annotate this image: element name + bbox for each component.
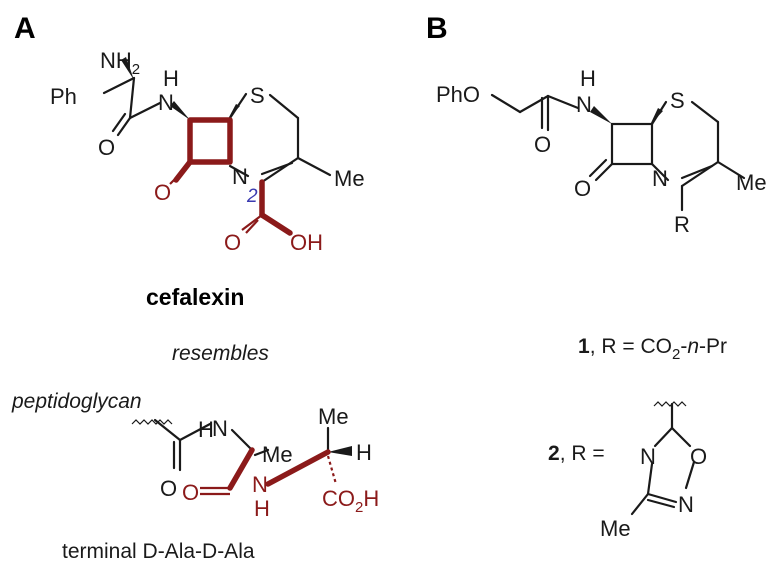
beta-lactam-ring [610,122,654,166]
atom-o-left: O [160,476,177,501]
oxadiazole-structure: N O N Me [600,401,707,541]
bond [153,418,182,442]
bond-oh [259,212,293,236]
compound-2-label: 2, R = [548,442,605,465]
compound-1-label: 1, R = CO2-n-Pr [578,335,727,363]
wavy-bond [131,419,173,425]
atom-oh: OH [290,230,323,255]
atom-h-top: H [198,417,214,442]
bond-co [116,116,132,137]
atom-h-right: H [356,440,372,465]
bond-red-n [265,449,331,487]
bond-co-acid [241,214,263,231]
bond-methyl [716,160,746,180]
bond-lactam-co-double [588,158,608,178]
atom-o-amide: O [534,132,551,157]
bond-double [646,498,676,509]
bond [690,100,720,124]
atom-h-amide: H [580,66,596,91]
bond [546,94,580,110]
wedge-bond-h [228,104,240,119]
bond [646,462,654,496]
bond-lactam-co [594,162,614,182]
bond [684,460,696,490]
atom-o-red: O [182,480,199,505]
cefalexin-structure: NH2 Ph H N O S N O Me 2 O OH [50,48,365,255]
wedge-bond-nh2 [121,57,134,80]
atom-methyl: Me [736,170,767,195]
wedge-bond-nh [170,101,190,120]
bond [178,422,212,442]
bond [102,76,136,95]
bond-methyl [630,492,650,516]
bond [260,156,300,184]
beta-lactam-ring [187,117,233,165]
compound-b-structure: PhO H N O S N O Me R [436,66,767,237]
atom-o-acid: O [224,230,241,255]
bond [650,162,670,182]
atom-nh2: NH2 [100,48,140,78]
atom-methyl-top: Me [318,404,349,429]
compound-name-cefalexin: cefalexin [146,284,244,310]
hash-bond-co2h [326,455,338,485]
atom-r: R [674,212,690,237]
bond [128,101,162,120]
bond [268,93,300,120]
bond-double [680,164,714,180]
atom-n-red: N [252,472,268,497]
atom-n-ring: N [232,164,248,189]
bond [230,428,254,452]
bond-methyl [296,156,332,177]
bond [646,492,678,504]
bond-co-acid-double [245,219,259,234]
bond-double [260,161,294,176]
atom-s: S [670,88,685,113]
atom-n-top: N [212,416,228,441]
bond [670,426,692,448]
bond-red [227,447,255,491]
atom-methyl: Me [600,516,631,541]
atom-h-amide: H [163,66,179,91]
bond [228,164,250,178]
wedge-bond-h [328,446,352,456]
position-label-2: 2 [246,186,258,207]
atom-o-lactam: O [154,180,171,205]
resembles-label: resembles [172,342,269,365]
panel-label-a: A [14,12,36,45]
atom-methyl-mid: Me [262,442,293,467]
atom-n-amide: N [158,90,174,115]
atom-h-red: H [254,496,270,521]
atom-o: O [690,444,707,469]
d-ala-d-ala-structure: peptidoglycan H N O Me Me H O N H CO2H [11,390,379,521]
bond [128,76,136,120]
bond-methyl [253,448,270,457]
bond [653,426,674,448]
wedge-bond-h [650,108,663,125]
terminal-d-ala-caption: terminal D-Ala-D-Ala [62,540,255,563]
atom-methyl: Me [334,166,365,191]
atom-o-lactam: O [574,176,591,201]
atom-n-top: N [640,444,656,469]
atom-o-amide: O [98,135,115,160]
atom-co2h: CO2H [322,486,379,516]
bond [518,94,550,114]
atom-n-amide: N [576,92,592,117]
bond [490,93,522,114]
atom-pho: PhO [436,82,480,107]
atom-n-bottom: N [678,492,694,517]
bond-co-double [111,112,127,133]
wedge-bond-nh [590,106,612,124]
wavy-bond [653,401,687,407]
panel-label-b: B [426,12,448,45]
atom-s: S [250,83,265,108]
atom-n-ring: N [652,166,668,191]
bond-lactam-co-double [169,169,185,185]
peptidoglycan-label: peptidoglycan [11,390,142,413]
atom-ph: Ph [50,84,77,109]
